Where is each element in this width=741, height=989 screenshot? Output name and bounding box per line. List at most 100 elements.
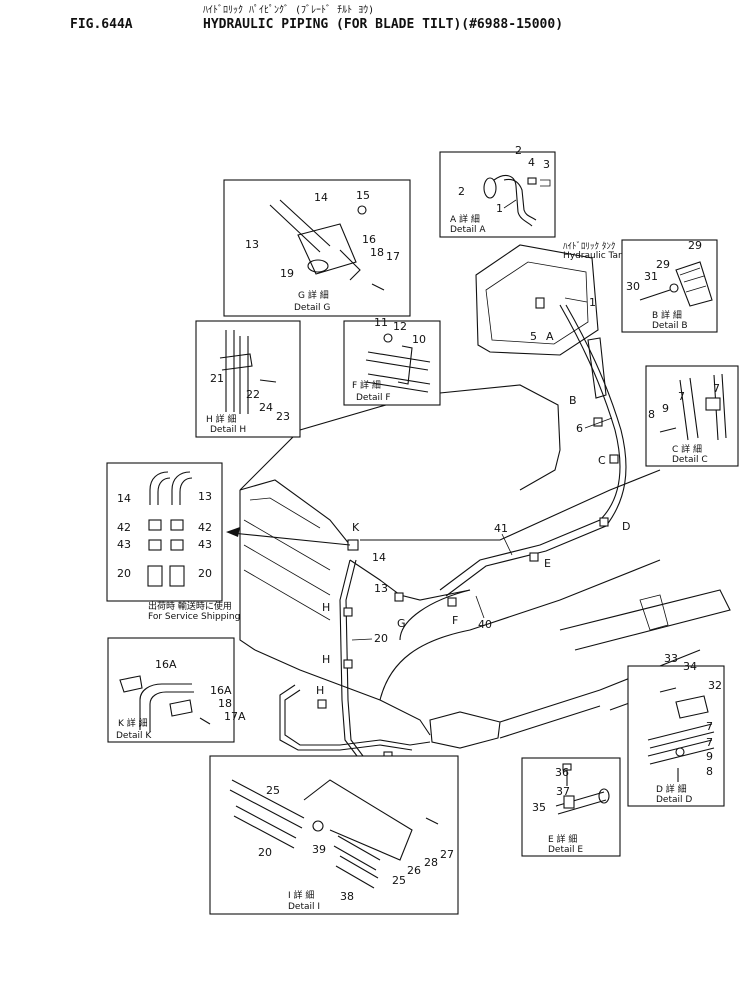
svg-text:43: 43: [198, 538, 212, 551]
svg-text:32: 32: [708, 679, 722, 692]
svg-text:1: 1: [496, 202, 503, 215]
svg-text:10: 10: [412, 333, 426, 346]
location-letter: C: [598, 454, 606, 467]
part-label: 20: [374, 632, 388, 645]
svg-text:25: 25: [266, 784, 280, 797]
svg-text:23: 23: [276, 410, 290, 423]
svg-text:29: 29: [688, 239, 702, 252]
svg-text:16A: 16A: [155, 658, 177, 671]
location-letter: K: [352, 521, 360, 534]
svg-text:43: 43: [117, 538, 131, 551]
location-letter: H: [322, 653, 330, 666]
figure-title-japanese: ﾊｲﾄﾞﾛﾘｯｸ ﾊﾟｲﾋﾟﾝｸﾞ (ﾌﾞﾚｰﾄﾞ ﾁﾙﾄ ﾖｳ): [203, 5, 375, 16]
svg-text:18: 18: [218, 697, 232, 710]
svg-text:24: 24: [259, 401, 273, 414]
detail-d-jp: D 詳 細: [656, 783, 687, 795]
main-callouts: 1 5 A B 6 C D 41 E 40 F G 14 13 H H H H …: [316, 241, 630, 774]
svg-text:14: 14: [314, 191, 328, 204]
svg-text:19: 19: [280, 267, 294, 280]
detail-c-caption: Detail C: [672, 455, 708, 465]
svg-text:30: 30: [626, 280, 640, 293]
detail-b-box: 29 29 31 30 B 詳 細 Detail B: [621, 239, 718, 333]
svg-text:11: 11: [374, 316, 388, 329]
part-label: 14: [372, 551, 386, 564]
detail-i-box: 25 20 39 25 26 28 27 38 I 詳 細 Detail I: [209, 755, 459, 915]
part-label: 1: [589, 296, 596, 309]
svg-text:42: 42: [117, 521, 131, 534]
svg-text:20: 20: [258, 846, 272, 859]
svg-text:16A: 16A: [210, 684, 232, 697]
svg-text:18: 18: [370, 246, 384, 259]
detail-e-jp: E 詳 細: [548, 833, 577, 845]
detail-i-caption: Detail I: [288, 902, 320, 912]
svg-text:17A: 17A: [224, 710, 246, 723]
part-label: 6: [576, 422, 583, 435]
detail-c-jp: C 詳 細: [672, 443, 702, 455]
svg-text:3: 3: [543, 158, 550, 171]
location-letter: E: [544, 557, 551, 570]
tank-label: Hydraulic Tank: [563, 251, 630, 261]
part-label: 5: [530, 330, 537, 343]
svg-text:20: 20: [117, 567, 131, 580]
part-label: 41: [494, 522, 508, 535]
svg-text:21: 21: [210, 372, 224, 385]
figure-title: HYDRAULIC PIPING (FOR BLADE TILT)(#6988-…: [203, 17, 564, 32]
detail-g-caption: Detail G: [294, 303, 330, 313]
detail-e-caption: Detail E: [548, 845, 583, 855]
location-letter: B: [569, 394, 577, 407]
svg-text:7: 7: [706, 736, 713, 749]
svg-text:14: 14: [117, 492, 131, 505]
svg-text:28: 28: [424, 856, 438, 869]
svg-text:8: 8: [706, 765, 713, 778]
service-shipping-box: 14 13 42 42 43 43 20 20 出荷時 輸送時に使用 For S…: [106, 462, 240, 622]
detail-g-jp: G 詳 細: [298, 289, 329, 301]
detail-a-jp: A 詳 細: [450, 213, 480, 225]
detail-k-jp: K 詳 細: [118, 717, 148, 729]
hydraulic-lines: [226, 297, 627, 761]
shipping-note-jp: 出荷時 輸送時に使用: [148, 600, 232, 612]
svg-text:15: 15: [356, 189, 370, 202]
svg-text:8: 8: [648, 408, 655, 421]
detail-a-caption: Detail A: [450, 225, 486, 235]
detail-g-box: 14 15 13 16 18 17 19 G 詳 細 Detail G: [223, 179, 411, 317]
svg-text:13: 13: [198, 490, 212, 503]
location-letter: H: [322, 601, 330, 614]
svg-text:34: 34: [683, 660, 697, 673]
location-letter: D: [622, 520, 630, 533]
svg-text:2: 2: [515, 144, 522, 157]
detail-k-caption: Detail K: [116, 731, 152, 741]
svg-text:25: 25: [392, 874, 406, 887]
svg-text:36: 36: [555, 766, 569, 779]
detail-f-caption: Detail F: [356, 393, 391, 403]
svg-text:26: 26: [407, 864, 421, 877]
detail-b-jp: B 詳 細: [652, 309, 682, 321]
svg-text:17: 17: [386, 250, 400, 263]
detail-a-box: 2 2 4 3 1 A 詳 細 Detail A: [439, 144, 556, 238]
part-label: 13: [374, 582, 388, 595]
svg-text:4: 4: [528, 156, 535, 169]
detail-d-caption: Detail D: [656, 795, 692, 805]
svg-text:7: 7: [713, 382, 720, 395]
svg-text:39: 39: [312, 843, 326, 856]
location-letter: F: [452, 614, 458, 627]
detail-i-jp: I 詳 細: [288, 889, 314, 901]
detail-h-caption: Detail H: [210, 425, 246, 435]
svg-text:22: 22: [246, 388, 260, 401]
detail-k-box: 16A 16A 18 17A K 詳 細 Detail K: [107, 637, 246, 743]
svg-text:2: 2: [458, 185, 465, 198]
svg-text:20: 20: [198, 567, 212, 580]
svg-text:12: 12: [393, 320, 407, 333]
detail-e-box: 36 37 35 E 詳 細 Detail E: [521, 757, 621, 857]
detail-h-box: 21 22 24 23 H 詳 細 Detail H: [195, 320, 301, 438]
svg-text:29: 29: [656, 258, 670, 271]
svg-text:27: 27: [440, 848, 454, 861]
svg-text:13: 13: [245, 238, 259, 251]
detail-b-caption: Detail B: [652, 321, 688, 331]
svg-text:33: 33: [664, 652, 678, 665]
detail-f-box: 11 12 10 F 詳 細 Detail F: [343, 316, 441, 406]
detail-d-box: 33 34 32 7 7 9 8 D 詳 細 Detail D: [627, 652, 725, 807]
svg-text:7: 7: [706, 720, 713, 733]
svg-text:37: 37: [556, 785, 570, 798]
detail-f-jp: F 詳 細: [352, 379, 381, 391]
svg-text:31: 31: [644, 270, 658, 283]
